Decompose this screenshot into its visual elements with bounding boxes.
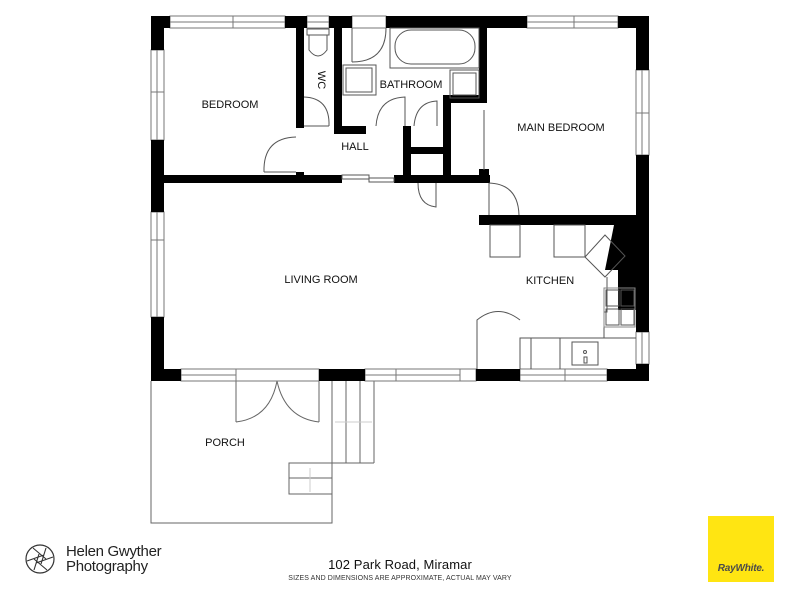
ray-white-logo-text: RayWhite.	[717, 563, 765, 574]
room-label-bedroom: BEDROOM	[202, 99, 259, 111]
front-door	[235, 380, 320, 423]
property-address: 102 Park Road, Miramar	[328, 557, 472, 572]
room-label-main-bedroom: MAIN BEDROOM	[517, 122, 604, 134]
room-label-hall: HALL	[341, 141, 369, 153]
porch-area	[150, 380, 375, 524]
camera-aperture-icon	[25, 544, 55, 574]
stairs	[288, 381, 375, 495]
photographer-name: Helen Gwyther Photography	[66, 543, 162, 575]
walls	[151, 16, 649, 381]
windows	[150, 15, 650, 382]
room-label-living-room: LIVING ROOM	[284, 274, 357, 286]
room-label-wc: WC	[315, 71, 327, 89]
fixtures	[263, 27, 636, 369]
room-label-bathroom: BATHROOM	[380, 79, 443, 91]
disclaimer: SIZES AND DIMENSIONS ARE APPROXIMATE, AC…	[288, 575, 512, 582]
room-label-kitchen: KITCHEN	[526, 275, 574, 287]
photographer-line2: Photography	[66, 558, 148, 575]
room-label-porch: PORCH	[205, 437, 245, 449]
photographer-branding: Helen Gwyther Photography	[24, 543, 162, 575]
photographer-line1: Helen Gwyther	[66, 543, 162, 560]
ray-white-logo: RayWhite.	[708, 516, 774, 582]
